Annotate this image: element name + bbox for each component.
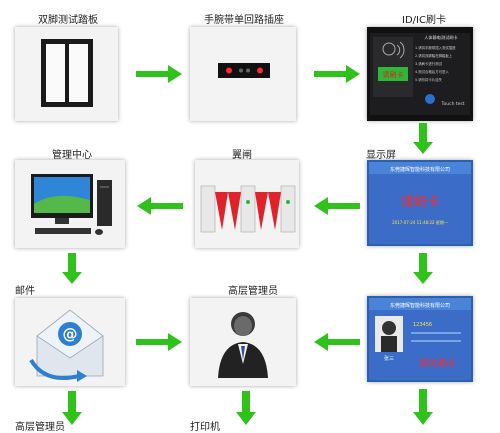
arrow-down-icon [413, 123, 433, 154]
card-reader-node: 请刷卡 人体静电测试刷卡 1.请将手腕带插入测试插座 2.请将双脚踏在脚踏板上 … [367, 27, 473, 121]
card-sticker-text: 请刷卡 [383, 70, 404, 79]
card-panel-line: 1.请将手腕带插入测试插座 [415, 45, 456, 50]
wrist-socket-label: 手腕带单回路插座 [204, 15, 284, 26]
svg-text:@: @ [63, 325, 78, 343]
display-screen: 东莞捷晖智能科技有限公司 请刷卡 2017-07-24 11:48:22 星期一 [369, 162, 471, 244]
arrow-left-icon [314, 197, 360, 215]
display-node: 东莞捷晖智能科技有限公司 请刷卡 2017-07-24 11:48:22 星期一 [367, 160, 473, 246]
card-touch-text: Touch test [441, 101, 465, 107]
wing-gate-icon [200, 185, 296, 233]
mail-node: @ [15, 298, 125, 386]
arrow-down-icon [62, 253, 82, 284]
email-icon: @ [29, 309, 104, 382]
profile-screen: 东莞捷晖智能科技有限公司 张三 123456 测试通过 [369, 298, 471, 380]
wing-gate-label: 翼闸 [232, 150, 252, 161]
card-panel-line: 4.测试合格后方可进入 [415, 69, 449, 74]
arrow-down-icon [413, 253, 433, 284]
pedal-label: 双脚测试踏板 [38, 15, 98, 26]
profile-screen-title: 东莞捷晖智能科技有限公司 [390, 302, 450, 309]
display-prompt: 请刷卡 [400, 195, 439, 210]
management-center-label: 管理中心 [52, 150, 92, 161]
display-label: 显示屏 [366, 150, 396, 161]
profile-name: 张三 [384, 355, 394, 362]
card-panel-line: 2.请将双脚踏在脚踏板上 [415, 53, 453, 58]
card-reader-label: ID/IC刷卡 [402, 15, 446, 26]
card-panel-line: 3.请刷卡进行测试 [415, 61, 443, 66]
mail-label: 邮件 [15, 286, 35, 297]
printer-label: 打印机 [190, 422, 220, 433]
profile-id: 123456 [413, 322, 432, 328]
pedal-node [15, 27, 118, 121]
senior-manager-node [190, 298, 296, 386]
arrow-down-icon [62, 391, 82, 425]
senior-manager-label: 高层管理员 [228, 286, 278, 297]
wing-gate-node [195, 160, 299, 248]
arrow-down-icon [236, 391, 256, 425]
wrist-socket-node [190, 27, 296, 121]
manager-avatar-icon [218, 312, 268, 378]
arrow-left-icon [137, 197, 183, 215]
dual-foot-pedal-icon [41, 39, 93, 107]
arrow-right-icon [314, 65, 360, 83]
arrow-left-icon [314, 333, 360, 351]
profile-stamp: 测试通过 [419, 357, 455, 369]
card-panel-line: 5.请勿将卡片遗失 [415, 77, 443, 82]
card-panel-title: 人体静电测试刷卡 [424, 34, 458, 41]
wrist-socket-icon [218, 63, 270, 78]
bottom-manager-label: 高层管理员 [15, 422, 65, 433]
desktop-computer-icon [31, 174, 112, 235]
arrow-right-icon [136, 65, 182, 83]
display-screen-title: 东莞捷晖智能科技有限公司 [390, 166, 450, 173]
arrow-right-icon [136, 333, 182, 351]
card-reader-panel: 请刷卡 人体静电测试刷卡 1.请将手腕带插入测试插座 2.请将双脚踏在脚踏板上 … [370, 33, 470, 115]
management-center-node [15, 160, 125, 248]
arrow-down-icon [413, 389, 433, 425]
profile-display-node: 东莞捷晖智能科技有限公司 张三 123456 测试通过 [367, 296, 473, 382]
display-datetime: 2017-07-24 11:48:22 星期一 [392, 219, 448, 225]
